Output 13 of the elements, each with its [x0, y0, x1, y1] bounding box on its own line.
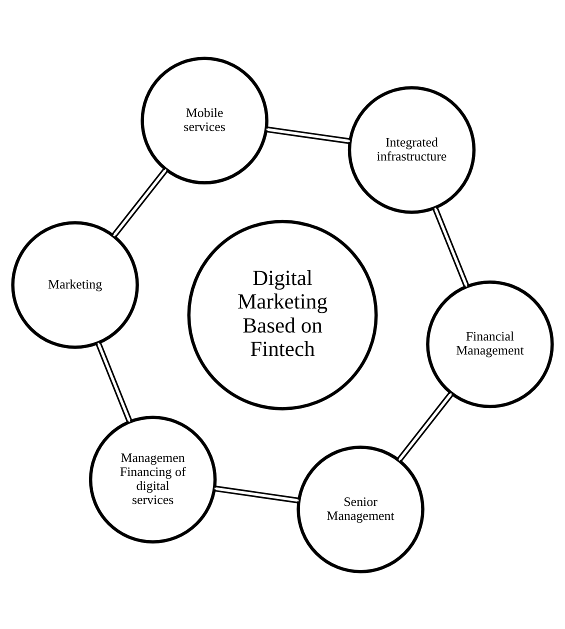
connector — [432, 206, 470, 288]
connector — [396, 391, 454, 462]
node-circle: Marketing — [11, 220, 139, 348]
connector — [111, 167, 168, 238]
node-circle: Mobile services — [140, 56, 268, 184]
node-circle: Financial Management — [426, 280, 554, 408]
node-circle: Managemen Financing of digital services — [88, 415, 217, 543]
connector — [214, 485, 300, 503]
connector — [95, 341, 132, 422]
node-circle: Integrated infrastructure — [348, 86, 476, 214]
node-circle: Senior Management — [296, 445, 424, 573]
node-circle: Digital Marketing Based on Fintech — [187, 219, 378, 410]
connector — [266, 126, 350, 144]
